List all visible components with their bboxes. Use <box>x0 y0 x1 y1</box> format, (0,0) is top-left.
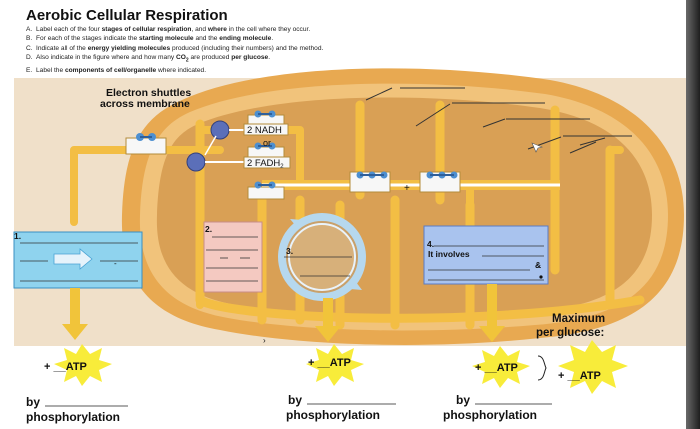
instruction-text: are produced <box>188 54 232 62</box>
svg-text:-: - <box>114 259 117 268</box>
atp-starburst-3 <box>472 346 530 388</box>
instruction-text: CO <box>176 54 186 62</box>
instruction-text: and the <box>193 35 220 43</box>
by-label-1: by <box>26 395 40 409</box>
atp-starburst-max <box>558 340 628 394</box>
instruction-letter: D. <box>26 54 33 62</box>
nadh-label-box <box>243 123 289 136</box>
atp-label-1: + __ATP <box>44 361 87 373</box>
krebs-tick: › <box>263 336 266 345</box>
stage-2-number: 2. <box>205 224 212 234</box>
etc-protein-2 <box>419 171 461 193</box>
instruction-text: in the cell where they occur. <box>226 26 311 33</box>
stage-1-number: 1. <box>14 231 21 241</box>
summation-brace <box>537 355 547 381</box>
etc-protein-1 <box>349 171 391 193</box>
atp-label-3: + __ATP <box>475 362 518 374</box>
phosphorylation-label-1: phosphorylation <box>26 410 120 424</box>
stage-3-number: 3. <box>286 246 293 256</box>
shuttle-label-line2: across membrane <box>100 98 190 110</box>
etc-plus-sign: + <box>404 183 410 194</box>
per-glucose-label: per glucose: <box>536 327 604 339</box>
shuttle-protein-4 <box>247 181 285 200</box>
electron-carrier-sphere-2 <box>186 152 206 172</box>
carrier-link <box>204 135 217 156</box>
atp-label-2: + __ATP <box>308 357 351 369</box>
instruction-text: produced (including their numbers) and t… <box>170 44 324 52</box>
instruction-letter: B. <box>26 35 33 43</box>
atp-label-max: + __ATP <box>558 370 601 382</box>
instruction-line: A.Label each of the four stages of cellu… <box>26 25 676 34</box>
instruction-text: , and <box>191 26 208 33</box>
instruction-text: . <box>271 35 274 43</box>
stage-4-number: 4. <box>427 239 434 249</box>
instruction-text: Also indicate in the figure where and ho… <box>36 54 177 62</box>
maximum-label: Maximum <box>552 313 605 325</box>
krebs-cycle-ring <box>278 213 366 301</box>
by-label-2: by <box>288 393 302 407</box>
by-label-3: by <box>456 393 470 407</box>
fadh2-label: 2 FADH2 <box>247 158 284 170</box>
instruction-text: 2 <box>185 57 189 64</box>
screen-edge <box>686 0 700 429</box>
instruction-text: Indicate all of the <box>36 44 88 52</box>
instruction-text: components of cell/organelle <box>64 66 157 74</box>
instruction-text: ending molecule <box>219 35 272 43</box>
instruction-text: Label each of the four <box>36 26 102 33</box>
fadh2-label-box <box>243 156 291 169</box>
header: Aerobic Cellular Respiration A.Label eac… <box>26 6 676 75</box>
instruction-line: B.For each of the stages indicate the st… <box>26 34 676 43</box>
phosphorylation-label-2: phosphorylation <box>286 408 380 422</box>
instruction-letter: C. <box>26 44 33 52</box>
instruction-line: C.Indicate all of the energy yielding mo… <box>26 44 676 53</box>
instruction-text: For each of the stages indicate the <box>36 35 139 43</box>
stage-4-ampersand: & <box>535 260 541 270</box>
instruction-text: Label the <box>36 66 65 74</box>
stage-1-box: - <box>13 231 143 289</box>
shuttle-protein-1 <box>125 133 167 155</box>
instruction-text: starting molecule <box>139 35 194 43</box>
cursor-arrow-icon <box>531 142 543 153</box>
instruction-line: D.Also indicate in the figure where and … <box>26 53 676 66</box>
electron-carrier-sphere-1 <box>210 120 230 140</box>
instruction-text: where indicated. <box>156 66 207 74</box>
phosphorylation-label-3: phosphorylation <box>443 408 537 422</box>
instruction-text: energy yielding molecules <box>87 44 171 52</box>
instruction-text: . <box>268 54 271 62</box>
instruction-letter: A. <box>26 26 33 33</box>
or-label: or <box>263 138 271 148</box>
instruction-text: stages of cellular respiration <box>101 26 192 33</box>
component-label-lines <box>365 87 632 154</box>
instruction-letter: E. <box>26 66 33 74</box>
shuttle-label-line1: Electron shuttles <box>106 87 191 99</box>
instruction-text: per glucose <box>231 54 269 62</box>
stage-4-box <box>423 225 549 285</box>
instruction-text: where <box>207 26 227 33</box>
stage-2-box <box>203 221 263 293</box>
stage-4-involves: It involves <box>428 249 470 259</box>
atp-starburst-1 <box>54 344 112 386</box>
instruction-line: E.Label the components of cell/organelle… <box>26 66 676 75</box>
atp-output-arrows <box>62 284 505 342</box>
page-title: Aerobic Cellular Respiration <box>26 7 228 24</box>
atp-starburst-2 <box>306 344 364 386</box>
nadh-label: 2 NADH <box>247 125 282 136</box>
instructions-list: A.Label each of the four stages of cellu… <box>26 25 676 75</box>
shuttle-protein-3 <box>247 142 285 158</box>
